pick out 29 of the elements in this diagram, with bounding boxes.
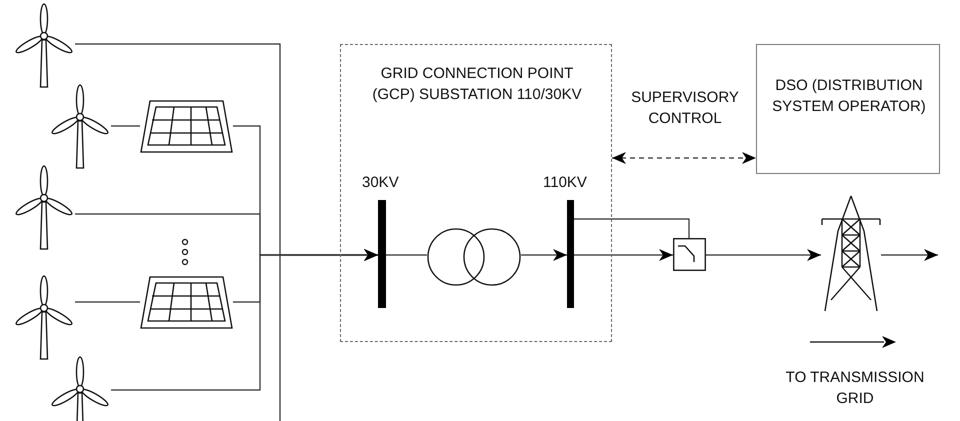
- power-flow-arrow: [881, 249, 938, 261]
- connection-line: [111, 125, 140, 127]
- wind-turbine-icon: [15, 164, 75, 250]
- power-flow-arrow: [706, 249, 821, 261]
- busbar: [567, 200, 574, 308]
- transmission-tower-icon: [821, 195, 881, 313]
- wind-turbine-icon: [51, 355, 111, 421]
- busbar: [378, 200, 386, 308]
- connection-line: [574, 218, 690, 238]
- wind-turbine-icon: [51, 83, 111, 169]
- connection-line: [75, 301, 140, 303]
- connection-line: [386, 254, 427, 256]
- box-title: GRID CONNECTION POINT (GCP) SUBSTATION 110/30KV: [371, 64, 583, 105]
- voltage-label: 110KV: [543, 173, 587, 193]
- circuit-breaker-symbol: [673, 238, 706, 271]
- transformer-symbol: [427, 227, 521, 287]
- wind-turbine-icon: [15, 2, 75, 88]
- power-flow-arrow: [111, 249, 378, 391]
- voltage-label: 30KV: [362, 173, 399, 193]
- power-flow-arrow: [521, 249, 567, 261]
- control-arrow: [612, 152, 756, 164]
- power-flow-arrow: [574, 249, 673, 261]
- wind-turbine-icon: [15, 274, 75, 360]
- substation-boundary: [340, 44, 612, 342]
- solar-panel-icon: [140, 100, 233, 153]
- operator-box: [756, 44, 940, 174]
- solar-panel-icon: [140, 276, 233, 329]
- box-title: DSO (DISTRIBUTION SYSTEM OPERATOR): [771, 76, 927, 117]
- direction-label: TO TRANSMISSION GRID: [784, 368, 926, 409]
